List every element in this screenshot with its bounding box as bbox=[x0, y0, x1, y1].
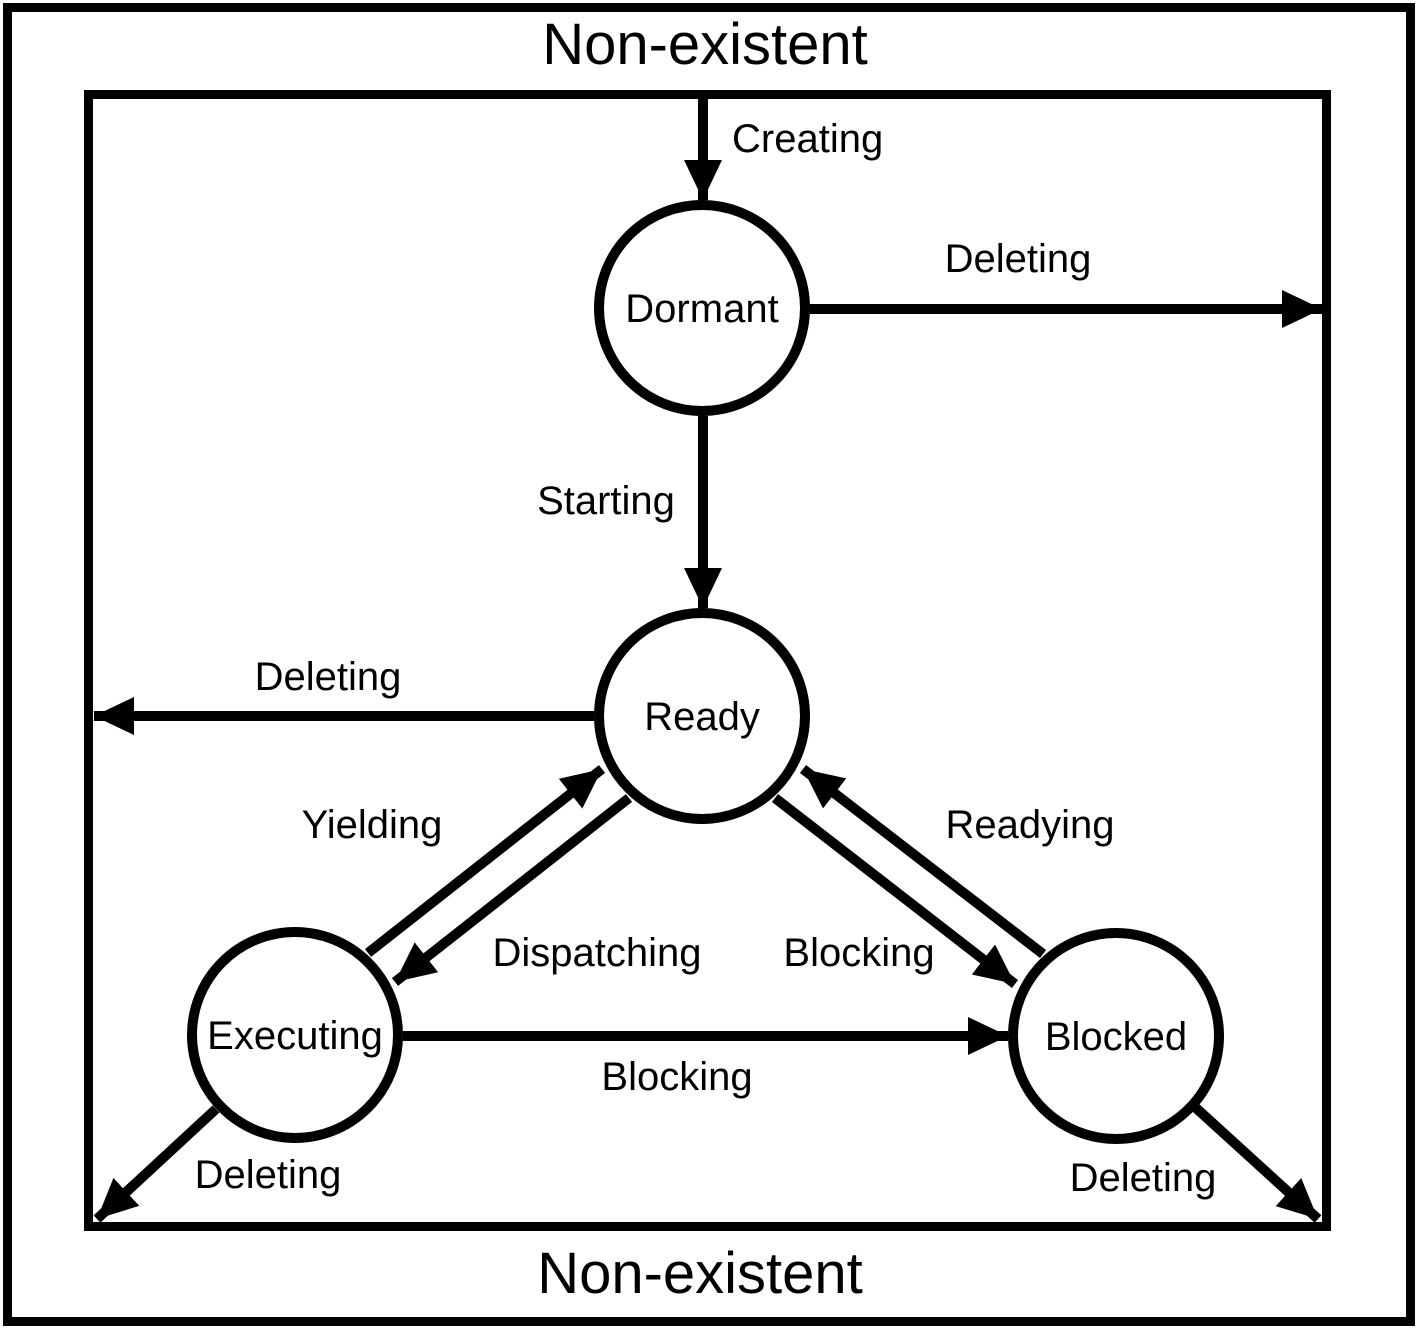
transition-readying: Readying bbox=[799, 765, 1115, 958]
transition-dispatching: Dispatching bbox=[391, 794, 702, 986]
deleting-executing-label: Deleting bbox=[195, 1153, 342, 1197]
transition-deleting-dormant: Deleting bbox=[810, 237, 1322, 328]
transition-blocking-executing: Blocking bbox=[403, 1017, 1008, 1099]
blocking-ready-label: Blocking bbox=[783, 931, 934, 975]
state-executing: Executing bbox=[187, 927, 403, 1143]
inner-boundary bbox=[84, 90, 1331, 1231]
dispatching-label: Dispatching bbox=[492, 931, 701, 975]
state-blocked: Blocked bbox=[1008, 928, 1224, 1144]
deleting-executing-arrow bbox=[93, 1105, 220, 1223]
executing-circle bbox=[187, 927, 403, 1143]
creating-label: Creating bbox=[732, 117, 883, 161]
dormant-circle bbox=[594, 200, 810, 416]
deleting-blocked-label: Deleting bbox=[1070, 1156, 1217, 1200]
transition-yielding: Yielding bbox=[302, 765, 606, 957]
outer-boundary bbox=[3, 3, 1415, 1326]
executing-label: Executing bbox=[207, 1014, 383, 1058]
yielding-arrow bbox=[364, 765, 606, 957]
yielding-label: Yielding bbox=[302, 803, 443, 847]
transition-creating: Creating bbox=[684, 95, 883, 200]
ready-circle bbox=[594, 608, 810, 824]
deleting-dormant-label: Deleting bbox=[945, 237, 1092, 281]
readying-arrow bbox=[799, 765, 1047, 958]
transition-deleting-ready: Deleting bbox=[94, 655, 594, 735]
nonexistent-bottom-label: Non-existent bbox=[537, 1241, 863, 1306]
nonexistent-top-label: Non-existent bbox=[542, 12, 868, 77]
blocking-executing-label: Blocking bbox=[601, 1055, 752, 1099]
dispatching-arrow bbox=[391, 794, 633, 986]
transition-deleting-executing: Deleting bbox=[93, 1105, 342, 1223]
state-ready: Ready bbox=[594, 608, 810, 824]
readying-label: Readying bbox=[945, 803, 1114, 847]
transition-deleting-blocked: Deleting bbox=[1070, 1104, 1322, 1223]
ready-label: Ready bbox=[644, 695, 760, 739]
transition-starting: Starting bbox=[537, 416, 722, 608]
blocked-circle bbox=[1008, 928, 1224, 1144]
starting-label: Starting bbox=[537, 479, 675, 523]
blocking-ready-arrow bbox=[771, 794, 1019, 988]
deleting-ready-label: Deleting bbox=[255, 655, 402, 699]
dormant-label: Dormant bbox=[625, 287, 778, 331]
blocked-label: Blocked bbox=[1045, 1015, 1187, 1059]
state-dormant: Dormant bbox=[594, 200, 810, 416]
deleting-blocked-arrow bbox=[1192, 1104, 1322, 1223]
transition-blocking-ready: Blocking bbox=[771, 794, 1019, 988]
